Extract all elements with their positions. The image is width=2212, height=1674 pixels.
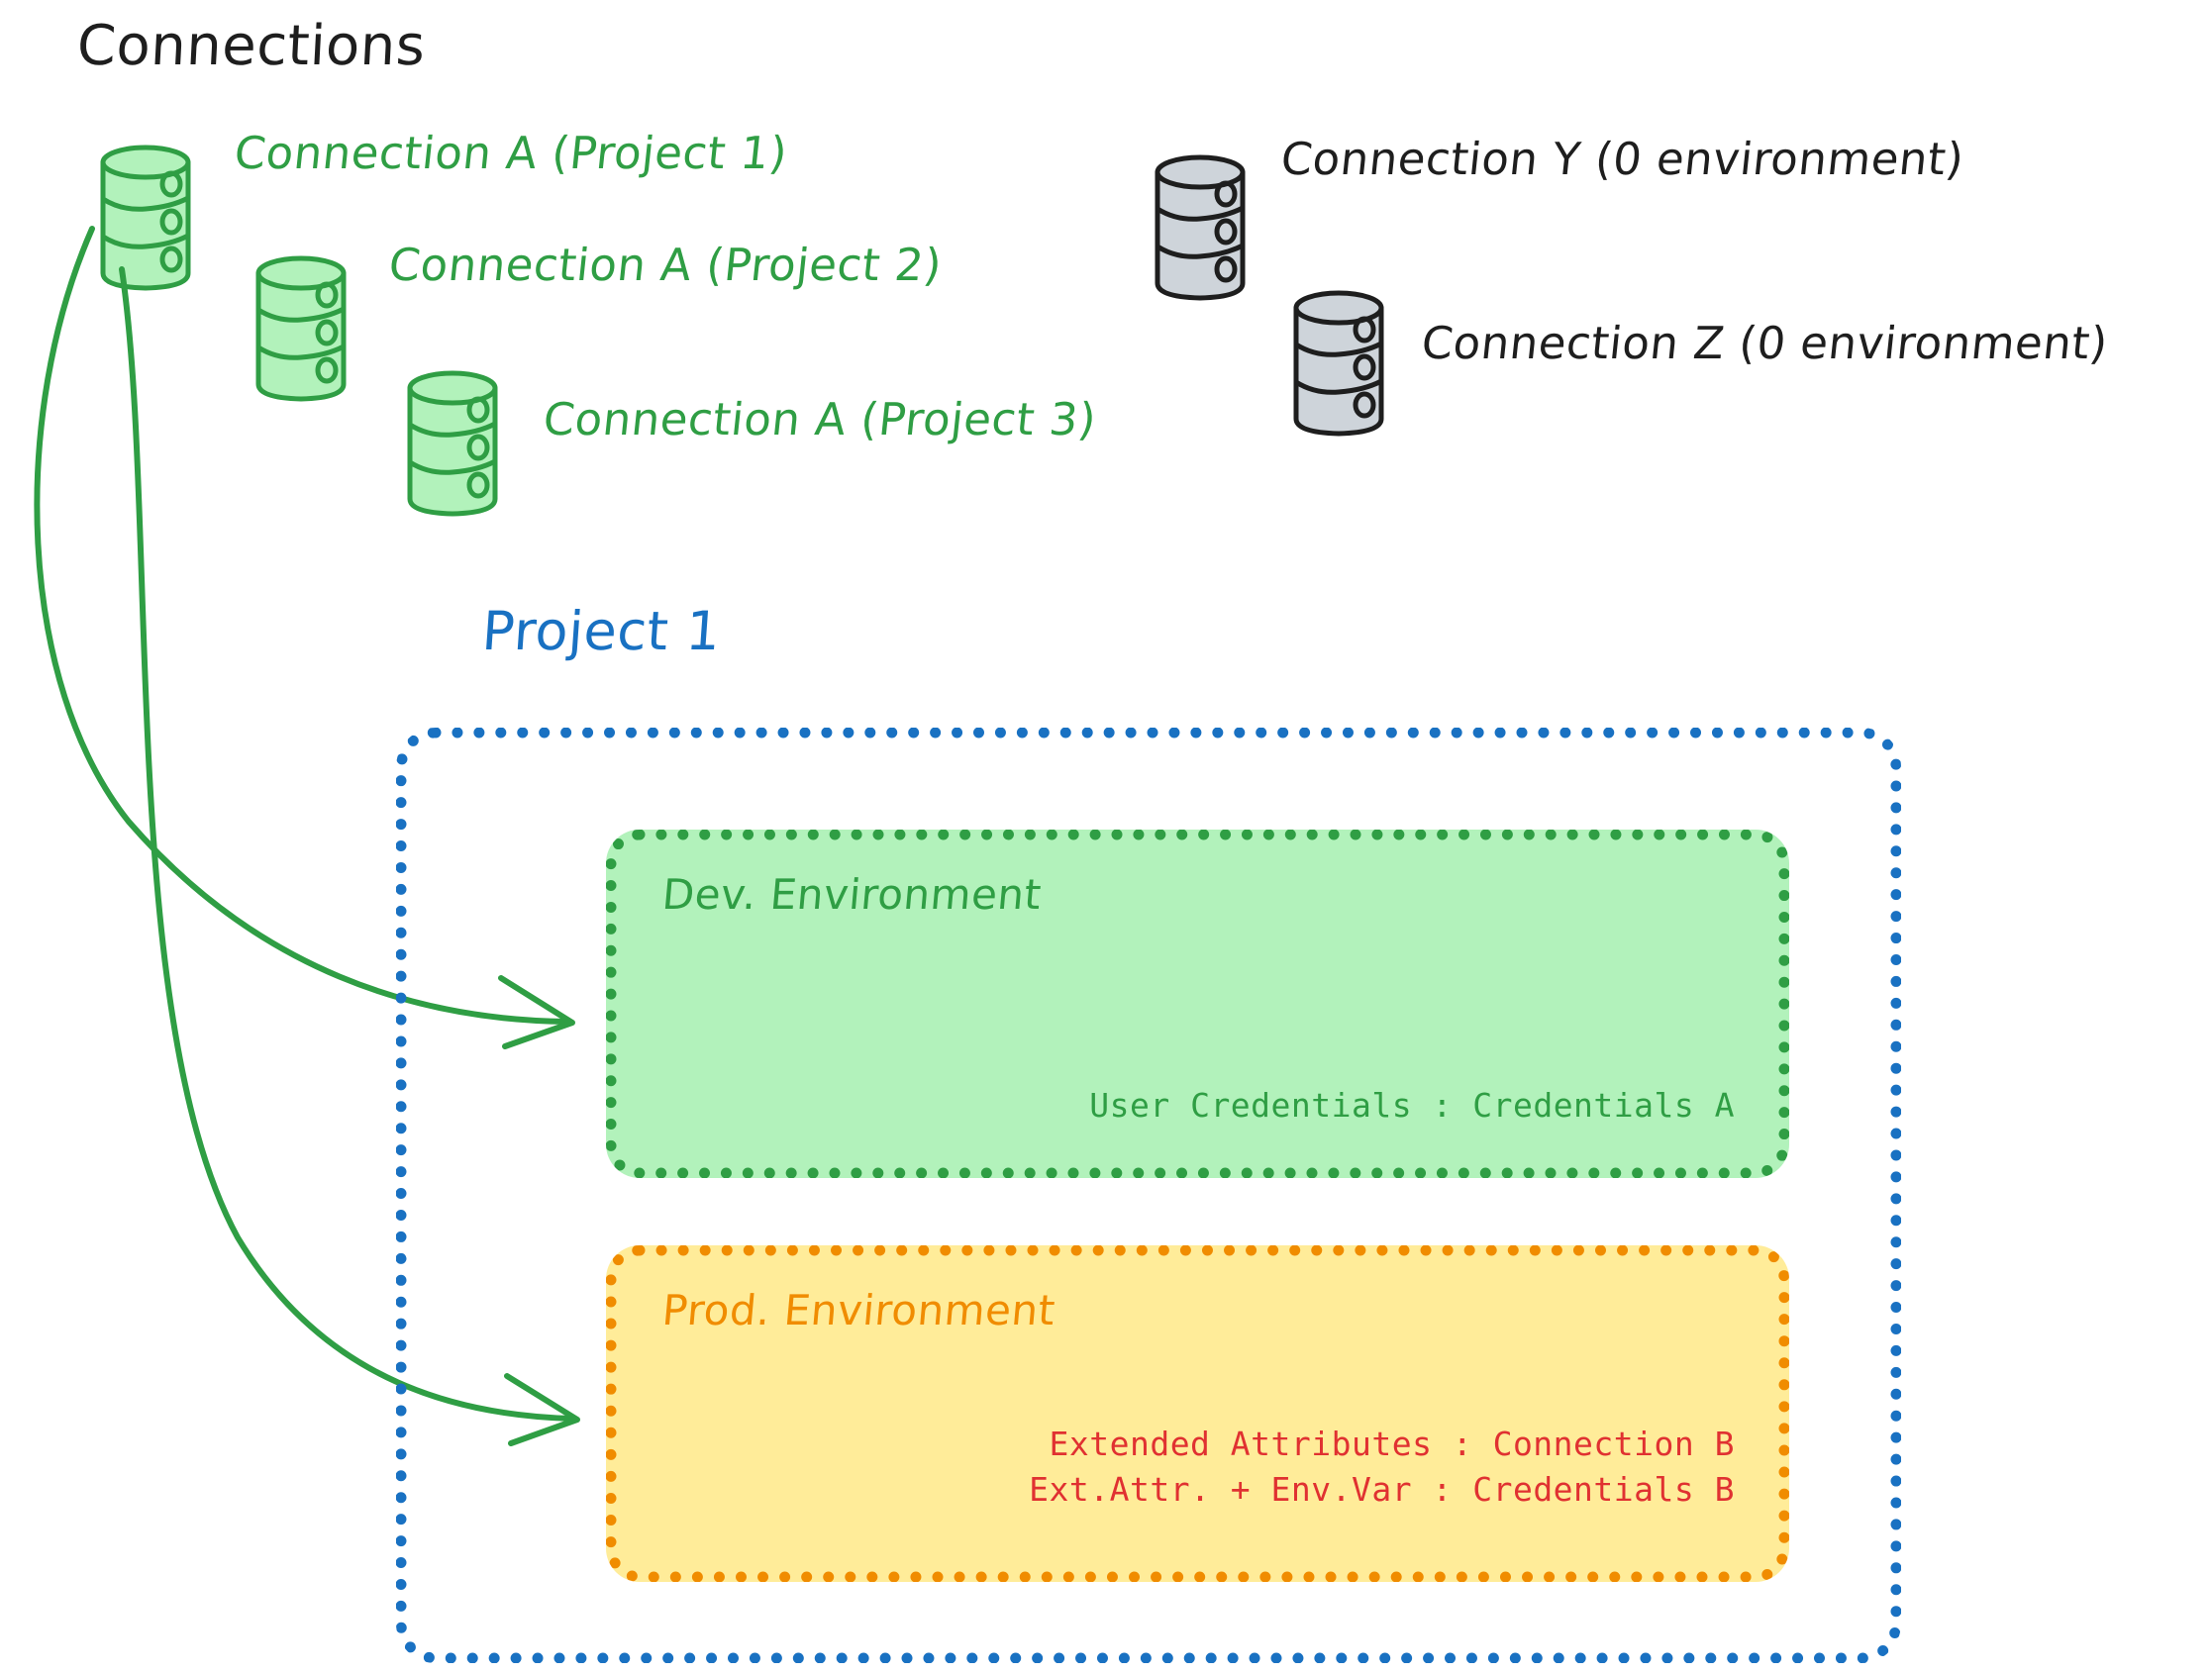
project-title: Project 1 — [479, 600, 723, 662]
prod-environment-box: Prod. Environment Extended Attributes : … — [606, 1245, 1789, 1582]
dev-environment-row-user-credentials: User Credentials : Credentials A — [1089, 1086, 1735, 1125]
database-icon-connection-z — [1287, 284, 1390, 443]
database-icon-connection-y — [1149, 148, 1252, 307]
prod-environment-title: Prod. Environment — [659, 1286, 1057, 1334]
database-icon-connection-a-project-3 — [401, 364, 504, 523]
prod-environment-row-extended-attributes: Extended Attributes : Connection B — [1049, 1425, 1735, 1463]
arrow-connection-a-to-prod — [119, 266, 575, 1422]
database-icon-connection-a-project-1 — [94, 139, 197, 297]
dev-environment-box: Dev. Environment User Credentials : Cred… — [606, 830, 1789, 1178]
prod-environment-row-ext-attr-env-var: Ext.Attr. + Env.Var : Credentials B — [1029, 1470, 1735, 1509]
dev-environment-title: Dev. Environment — [659, 870, 1044, 919]
arrow-connection-a-to-dev — [34, 226, 569, 1025]
database-icon-connection-a-project-2 — [250, 249, 352, 408]
project-boundary — [396, 728, 1901, 1663]
